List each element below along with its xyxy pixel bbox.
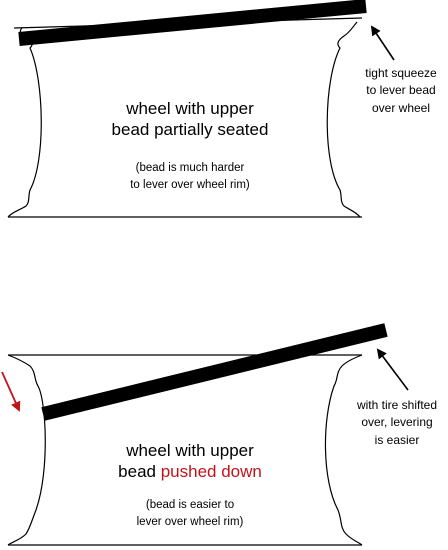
bottom-title-highlight: pushed down <box>160 462 262 482</box>
top-title-line2: bead partially seated <box>111 120 269 140</box>
bottom-note-line2: lever over wheel rim) <box>136 515 244 528</box>
callout-arrow-top <box>370 25 395 61</box>
top-note-line2: to lever over wheel rim) <box>130 178 250 191</box>
bottom-title-line1: wheel with upper <box>126 441 254 460</box>
top-callout-line3: over wheel <box>371 100 431 115</box>
top-note-line1: (bead is much harder <box>135 162 245 174</box>
top-title-line1: wheel with upper <box>126 99 254 118</box>
top-callout-line2: to lever bead <box>366 83 436 98</box>
bottom-title-line2: bead pushed down <box>95 461 285 482</box>
bottom-callout-line2: over, levering <box>361 415 433 430</box>
bottom-callout: with tire shifted over, levering is easi… <box>346 397 448 449</box>
bottom-title-prefix: bead <box>118 462 161 482</box>
tire-lever-top <box>18 0 367 46</box>
top-callout-line1: tight squeeze <box>365 66 437 80</box>
tire-lever-bottom <box>41 323 388 421</box>
bottom-note: (bead is easier to lever over wheel rim) <box>100 497 280 530</box>
bottom-note-line1: (bead is easier to <box>145 499 235 511</box>
top-note: (bead is much harder to lever over wheel… <box>100 160 280 193</box>
bottom-title: wheel with upper bead pushed down <box>95 440 285 483</box>
callout-arrow-bottom <box>376 348 409 391</box>
top-title: wheel with upper bead partially seated <box>95 98 285 141</box>
top-callout: tight squeeze to lever bead over wheel <box>354 65 448 117</box>
bottom-callout-line1: with tire shifted <box>356 398 438 412</box>
bottom-callout-line3: is easier <box>374 432 420 447</box>
push-down-arrow <box>1 371 21 412</box>
